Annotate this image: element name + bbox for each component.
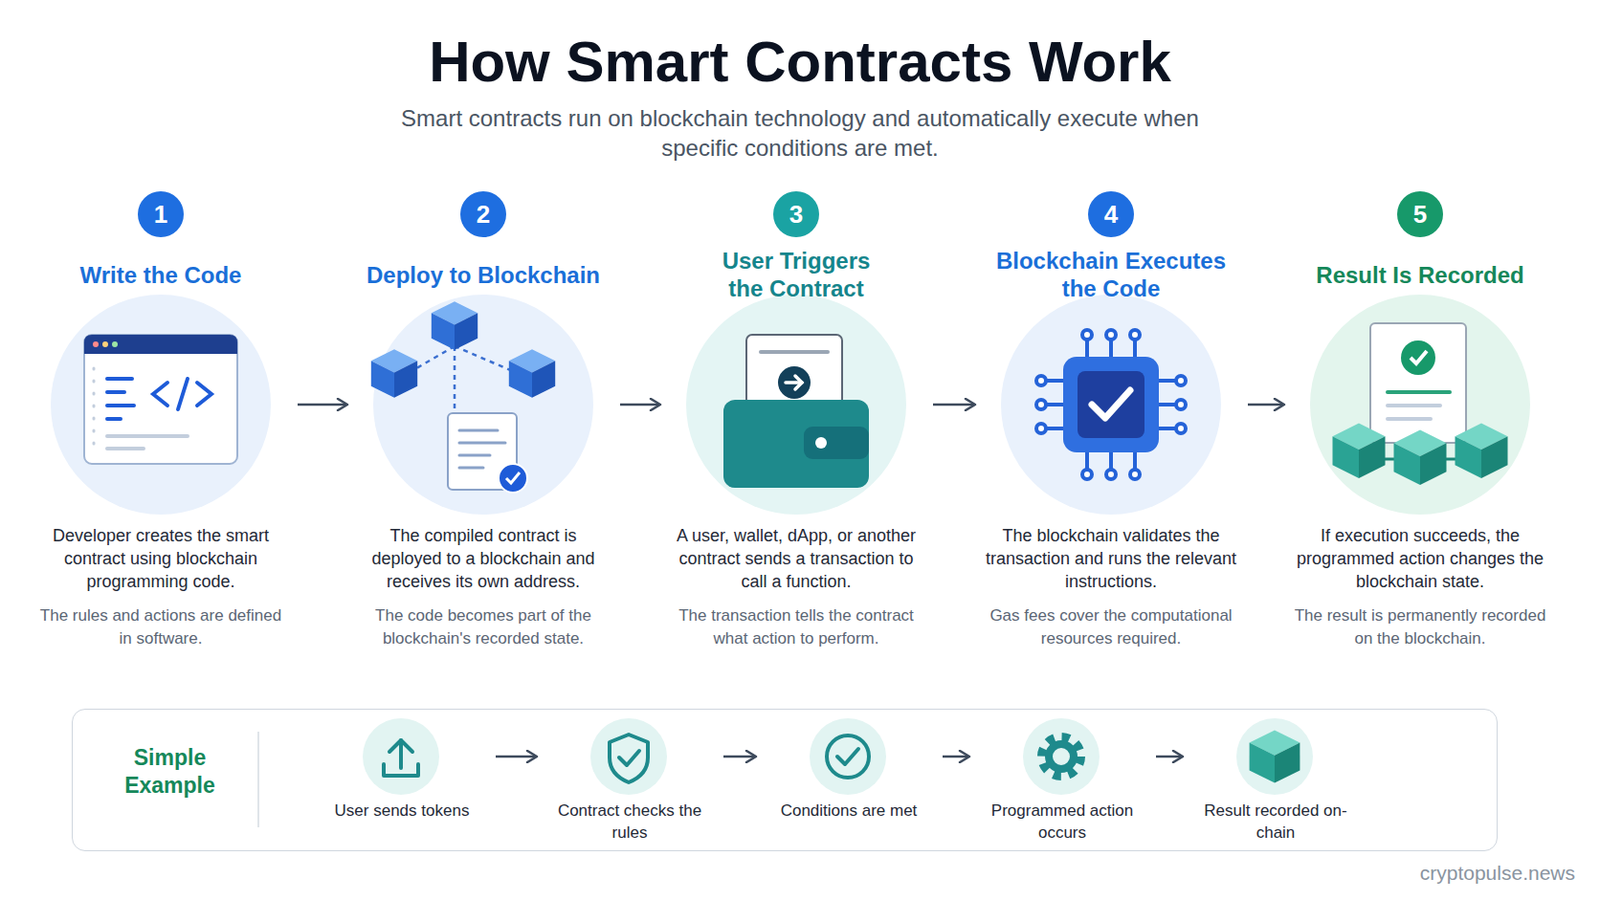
flow-arrow xyxy=(942,755,969,759)
title-box: Blockchain Executes the Code xyxy=(981,241,1241,309)
step-number: 1 xyxy=(137,191,184,238)
panel-title: Simple Example xyxy=(98,744,243,800)
callout-number: 3 xyxy=(773,191,820,238)
callout-number: 5 xyxy=(1397,191,1444,238)
example-label: User sends tokens xyxy=(315,800,489,823)
step-column: Write the CodeDeveloper creates the smar… xyxy=(31,191,290,689)
step-title: Write the Code xyxy=(31,261,290,289)
step-note: The code becomes part of the blockchain'… xyxy=(354,604,613,651)
diagram-title: How Smart Contracts Work xyxy=(0,26,1600,98)
step-description: If execution succeeds, the programmed ac… xyxy=(1290,524,1550,594)
flow-arrow xyxy=(1155,755,1182,759)
example-label: Contract checks the rules xyxy=(543,800,716,845)
example-label: Programmed action occurs xyxy=(976,800,1149,845)
step-text: If execution succeeds, the programmed ac… xyxy=(1290,524,1550,651)
example-step: User sends tokens xyxy=(315,710,489,851)
step-title: Blockchain Executes the Code xyxy=(981,246,1241,303)
example-step: Programmed action occurs xyxy=(976,710,1149,851)
step-text: A user, wallet, dApp, or another contrac… xyxy=(666,524,926,651)
step-text: The blockchain validates the transaction… xyxy=(981,524,1241,651)
title-box: Result Is Recorded xyxy=(1290,241,1550,309)
step-description: The compiled contract is deployed to a b… xyxy=(354,524,613,594)
step-text: The compiled contract is deployed to a b… xyxy=(354,524,613,651)
step-column: Deploy to BlockchainThe compiled contrac… xyxy=(354,191,613,689)
flow-arrow xyxy=(297,403,347,407)
subtitle: Smart contracts run on blockchain techno… xyxy=(398,103,1202,163)
step-title: User Triggers the Contract xyxy=(708,246,886,303)
step-column: Result Is Recorded If execution succeeds,… xyxy=(1290,191,1550,689)
example-step: Result recorded on-chain xyxy=(1189,710,1362,851)
step-column: User Triggers the Contract A user, wallet… xyxy=(666,191,926,689)
step-note: Gas fees cover the computational resourc… xyxy=(981,604,1241,651)
flow-arrow xyxy=(933,403,975,407)
flow-arrow xyxy=(1247,403,1284,407)
callout-number: 1 xyxy=(137,191,184,238)
callout-number: 2 xyxy=(460,191,507,238)
step-number: 4 xyxy=(1088,191,1134,238)
example-step: Contract checks the rules xyxy=(543,710,716,851)
watermark: cryptopulse.news xyxy=(1420,861,1576,887)
step-note: The transaction tells the contract what … xyxy=(666,604,926,651)
example-step: Conditions are met xyxy=(762,710,935,851)
flow-arrow xyxy=(620,403,660,407)
flow-arrow xyxy=(495,755,536,759)
step-title: Result Is Recorded xyxy=(1290,261,1550,289)
step-description: A user, wallet, dApp, or another contrac… xyxy=(666,524,926,594)
example-panel: Simple ExampleUser sends tokens Contract … xyxy=(71,709,1498,852)
title-box: User Triggers the Contract xyxy=(666,241,926,309)
step-description: The blockchain validates the transaction… xyxy=(981,524,1241,594)
step-text: Developer creates the smart contract usi… xyxy=(31,524,290,651)
step-number: 2 xyxy=(460,191,507,238)
panel-title-box: Simple Example xyxy=(86,738,254,806)
step-column: Blockchain Executes the CodeThe blockcha… xyxy=(981,191,1241,689)
step-note: The rules and actions are defined in sof… xyxy=(31,604,290,651)
step-title: Deploy to Blockchain xyxy=(354,261,613,289)
step-number: 3 xyxy=(773,191,820,238)
example-label: Conditions are met xyxy=(762,800,935,823)
flow-arrow xyxy=(723,755,756,759)
step-note: The result is permanently recorded on th… xyxy=(1290,604,1550,651)
step-number: 5 xyxy=(1397,191,1444,238)
step-description: Developer creates the smart contract usi… xyxy=(31,524,290,594)
callout-number: 4 xyxy=(1088,191,1134,238)
title-box: Write the Code xyxy=(31,241,290,309)
title-box: Deploy to Blockchain xyxy=(354,241,613,309)
example-label: Result recorded on-chain xyxy=(1189,800,1362,845)
